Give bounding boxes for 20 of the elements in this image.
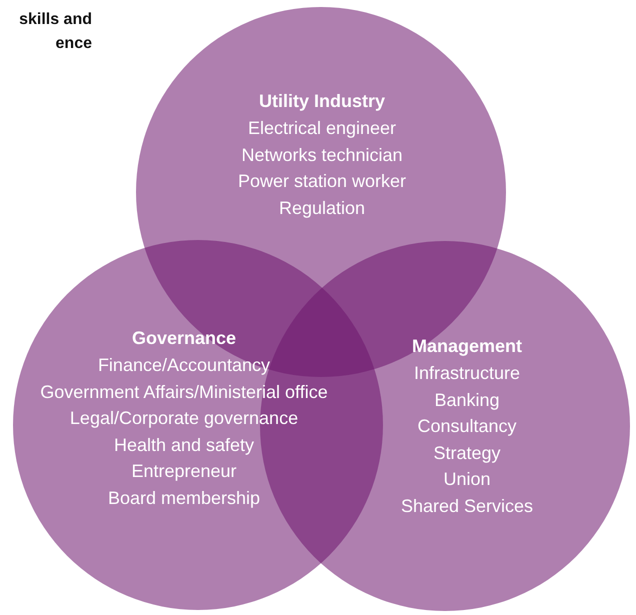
- list-item: Union: [443, 468, 491, 491]
- list-item: Consultancy: [417, 415, 517, 438]
- circle-heading: Management: [412, 335, 522, 358]
- list-item: Health and safety: [114, 434, 254, 457]
- list-item: Regulation: [278, 196, 366, 220]
- list-item: Board membership: [108, 486, 260, 510]
- list-item: Infrastructure: [414, 362, 520, 385]
- list-item: Finance/Accountancy: [98, 354, 270, 377]
- circle-heading: Governance: [132, 327, 236, 350]
- list-item: Strategy: [433, 442, 501, 465]
- list-item: Banking: [434, 388, 500, 412]
- list-item: Legal/Corporate governance: [70, 407, 298, 430]
- circle-heading: Utility Industry: [258, 90, 385, 113]
- list-item: Entrepreneur: [131, 460, 237, 483]
- title: skills and ence: [18, 10, 92, 54]
- list-item: Networks technician: [241, 144, 403, 166]
- list-item: Shared Services: [400, 494, 534, 518]
- list-item: Government Affairs/Ministerial office: [40, 380, 328, 404]
- list-item: Power station worker: [238, 170, 406, 193]
- list-item: Electrical engineer: [248, 117, 396, 140]
